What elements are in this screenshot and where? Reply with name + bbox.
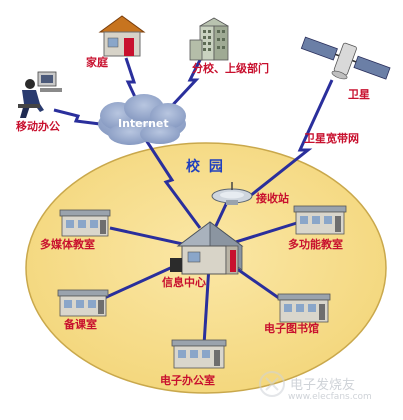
- info-center-house-icon: [170, 221, 244, 275]
- receiver-dish-icon: [211, 182, 253, 205]
- satellite-icon: [300, 36, 391, 80]
- receiver-link: [212, 199, 230, 231]
- home-house-icon: [98, 15, 146, 57]
- multifunction-classroom-building-icon: [293, 205, 347, 235]
- label-receiver: 接收站: [256, 192, 289, 205]
- label-mobile-office: 移动办公: [16, 120, 60, 133]
- e-library-building-icon: [277, 293, 331, 323]
- label-internet: Internet: [118, 117, 169, 130]
- label-multimedia-classroom: 多媒体教室: [40, 238, 95, 251]
- mobile-office-person-icon: [18, 71, 62, 118]
- label-info-center: 信息中心: [162, 276, 206, 289]
- wireless-links: [53, 47, 334, 229]
- label-branch: 分校、上级部门: [192, 62, 269, 75]
- watermark-text: 电子发烧友: [290, 378, 356, 393]
- label-prep-room: 备课室: [64, 318, 97, 331]
- label-e-library: 电子图书馆: [264, 322, 319, 335]
- prep-room-building-icon: [57, 289, 109, 317]
- label-home: 家庭: [86, 56, 108, 69]
- internet-cloud: [98, 94, 186, 145]
- watermark-logo-icon: [259, 371, 285, 397]
- e-office-building-icon: [171, 339, 227, 369]
- label-campus: 校 园: [186, 159, 225, 175]
- watermark-url: www.elecfans.com: [288, 392, 372, 402]
- multimedia-classroom-building-icon: [59, 209, 111, 237]
- label-e-office: 电子办公室: [160, 374, 215, 387]
- branch-building-icon: [189, 17, 229, 61]
- label-satellite-broadband: 卫星宽带网: [304, 132, 359, 145]
- label-multifunction-classroom: 多功能教室: [288, 238, 343, 251]
- label-satellite: 卫星: [348, 88, 370, 101]
